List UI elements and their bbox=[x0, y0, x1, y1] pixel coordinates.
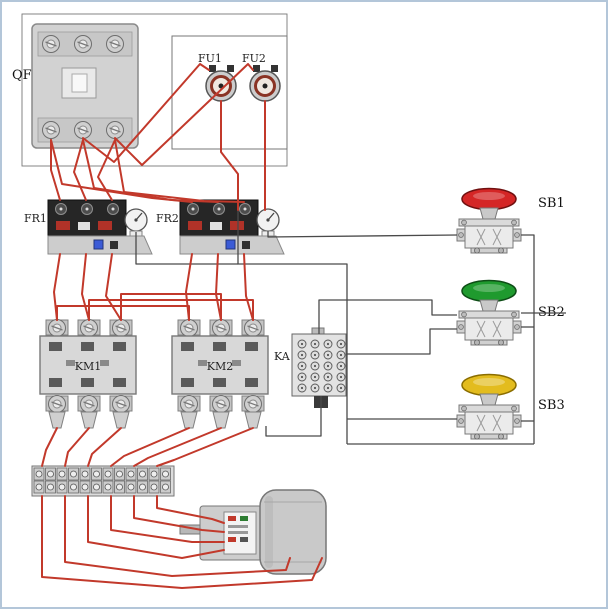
fr2-label: FR2 bbox=[156, 212, 179, 225]
km1-label: KM1 bbox=[75, 360, 101, 373]
power-wire bbox=[64, 495, 291, 577]
power-wire bbox=[156, 495, 225, 524]
control-wire bbox=[318, 299, 457, 334]
sb3-label: SB3 bbox=[538, 398, 565, 413]
power-wire bbox=[133, 495, 225, 533]
sb1-label: SB1 bbox=[538, 196, 565, 211]
contactor-km1 bbox=[40, 320, 136, 429]
control-wiring bbox=[135, 210, 566, 445]
power-wire bbox=[50, 139, 61, 201]
control-wire bbox=[135, 232, 238, 265]
contactor-km2 bbox=[172, 320, 268, 429]
power-wire bbox=[64, 427, 90, 467]
fu1-label: FU1 bbox=[198, 52, 222, 65]
power-wire bbox=[110, 427, 190, 467]
power-wire bbox=[73, 139, 87, 201]
power-wire bbox=[88, 299, 254, 321]
relay-ka bbox=[291, 327, 347, 408]
fuse-fu1 bbox=[205, 65, 237, 102]
power-wire bbox=[82, 63, 210, 163]
power-wire bbox=[110, 495, 225, 543]
qf-label: QF bbox=[12, 68, 32, 83]
fuse-fu2 bbox=[249, 65, 281, 102]
power-wire bbox=[133, 427, 222, 467]
control-wire bbox=[346, 328, 457, 355]
power-wire bbox=[243, 253, 254, 321]
power-wiring bbox=[41, 63, 323, 589]
fr1-label: FR1 bbox=[24, 212, 47, 225]
power-wire bbox=[81, 253, 90, 321]
ka-label: KA bbox=[274, 350, 291, 363]
pushbutton-sb3 bbox=[456, 373, 522, 440]
power-wire bbox=[105, 253, 122, 321]
control-wire bbox=[521, 234, 535, 444]
power-wire bbox=[87, 427, 122, 467]
thermal-relay-fr2 bbox=[179, 199, 285, 255]
control-wire bbox=[265, 396, 322, 437]
power-wire bbox=[114, 63, 254, 166]
power-wire bbox=[220, 100, 239, 211]
power-wire bbox=[97, 139, 116, 201]
fuse-box-frame bbox=[171, 35, 288, 150]
circuit-breaker-qf bbox=[31, 23, 139, 149]
power-wire bbox=[56, 305, 190, 321]
power-wire bbox=[114, 139, 245, 203]
control-wire bbox=[267, 231, 458, 238]
motor bbox=[179, 489, 327, 575]
power-wire bbox=[41, 495, 323, 589]
power-wire bbox=[41, 427, 58, 467]
power-wire bbox=[156, 427, 254, 467]
km2-label: KM2 bbox=[207, 360, 233, 373]
pushbutton-sb1 bbox=[456, 187, 522, 254]
power-wire bbox=[87, 495, 225, 559]
pushbutton-sb2 bbox=[456, 279, 522, 346]
power-wire bbox=[120, 293, 222, 321]
terminal-strip bbox=[31, 465, 175, 497]
fu2-label: FU2 bbox=[242, 52, 266, 65]
